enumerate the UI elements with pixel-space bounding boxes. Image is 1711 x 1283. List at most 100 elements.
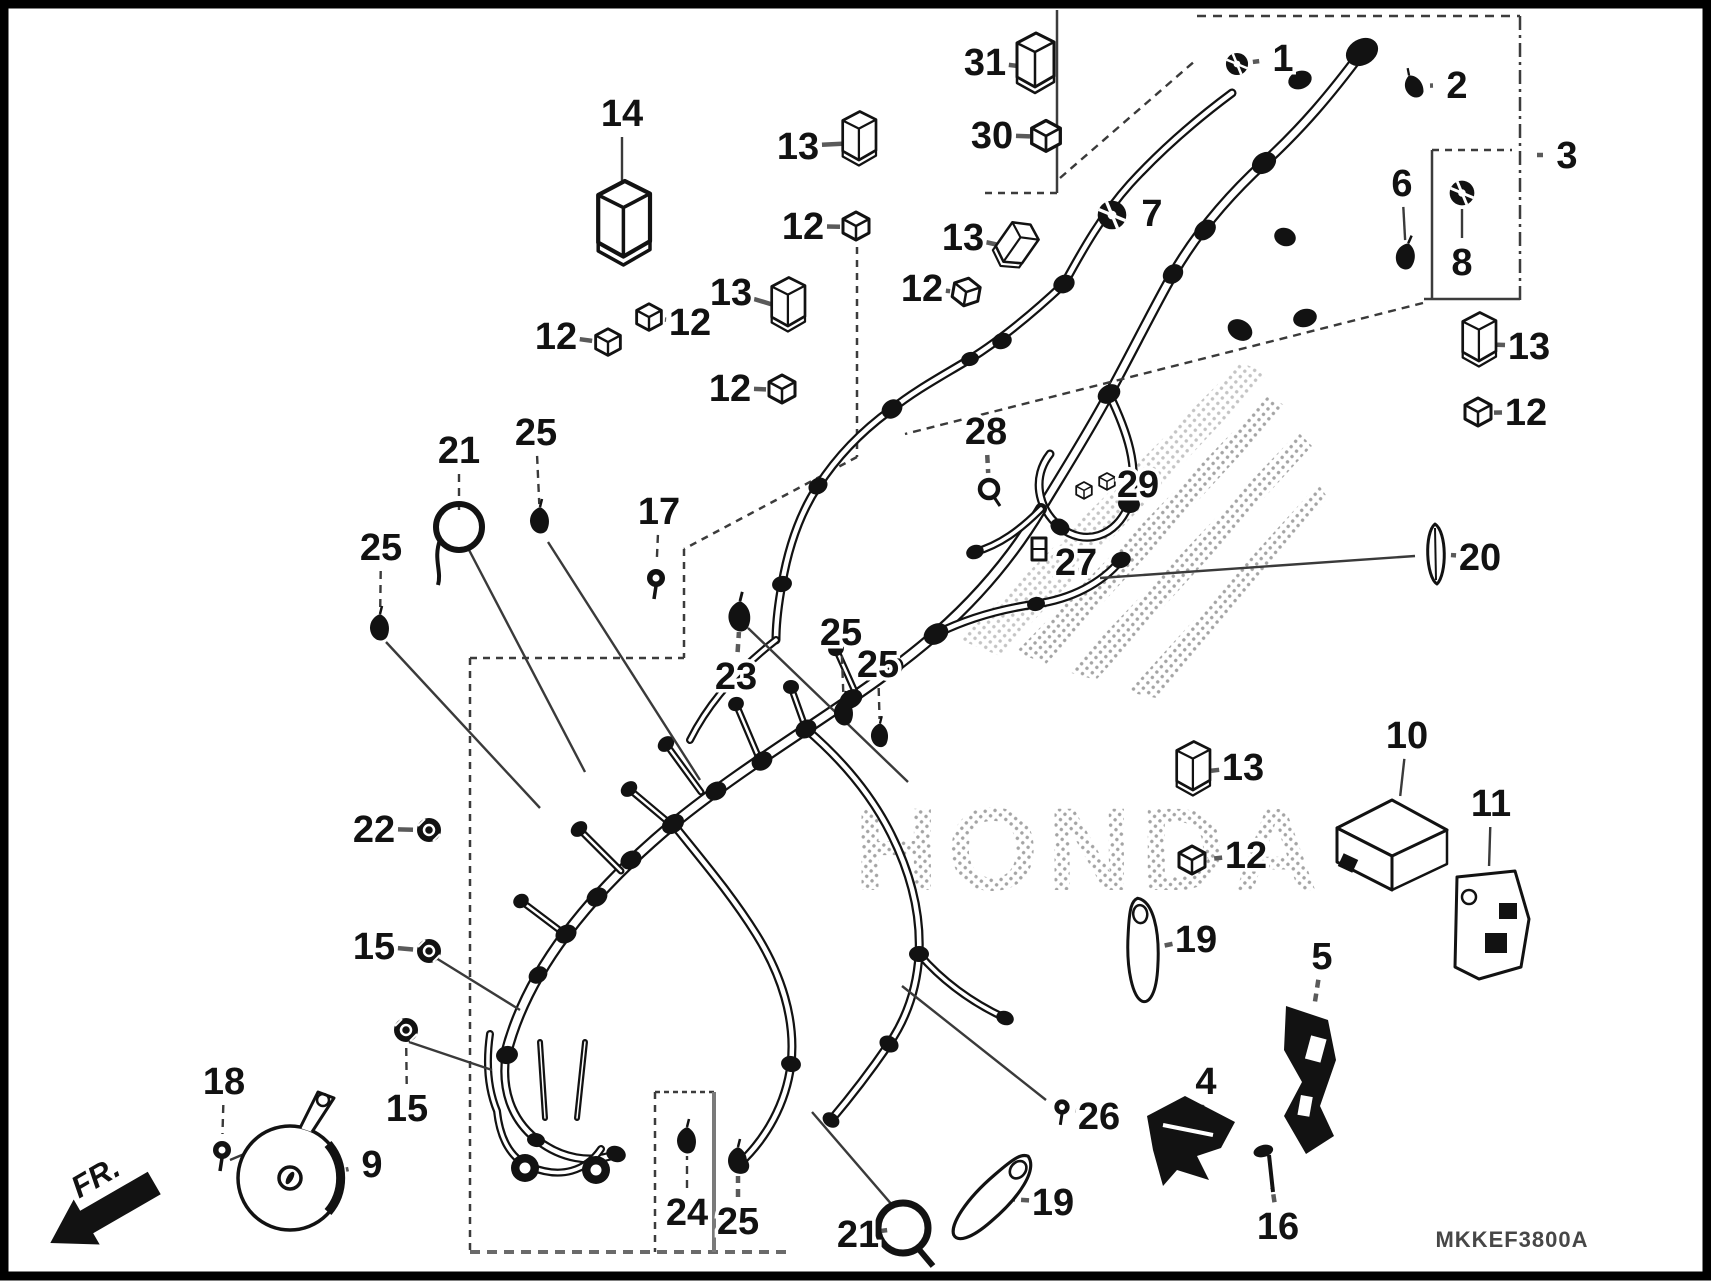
- diagram-code: MKKEF3800A: [1435, 1227, 1588, 1252]
- harness-connector: [772, 575, 792, 593]
- part-number: 11: [1471, 783, 1511, 825]
- part-number: 25: [360, 527, 402, 569]
- callout-leader: [1207, 855, 1223, 862]
- part-number: 13: [777, 126, 819, 168]
- part-number: 31: [964, 42, 1006, 84]
- harness-connector: [783, 680, 799, 694]
- leader-line: [1059, 59, 1197, 179]
- part-glyph-blob: [834, 690, 853, 726]
- part-glyph-nut: [417, 939, 441, 963]
- harness-connector: [705, 781, 727, 801]
- part-glyph-relay: [596, 178, 653, 267]
- extra-leader-lines: [229, 59, 1424, 1207]
- leader-line: [811, 1111, 894, 1207]
- part-number: 25: [820, 612, 862, 654]
- callout-leader: [1015, 133, 1031, 139]
- harness-connector: [1053, 274, 1075, 294]
- leader-line: [546, 541, 702, 781]
- callout-leader: [1402, 206, 1407, 241]
- callout-leader: [753, 296, 773, 307]
- callout-21: 21: [833, 1199, 936, 1268]
- part-number: 15: [353, 926, 395, 968]
- callout-21: 21: [433, 427, 485, 586]
- harness-connector: [620, 781, 638, 797]
- part-number: 23: [715, 656, 757, 698]
- harness-connector: [795, 719, 817, 739]
- part-glyph-cube: [635, 302, 663, 332]
- part-glyph-cube: [594, 327, 622, 357]
- harness-connector: [606, 1145, 626, 1163]
- part-number: 12: [782, 206, 824, 248]
- wire-harness-art: [484, 37, 1379, 1184]
- part-number: 6: [1391, 163, 1412, 205]
- callout-23: 23: [711, 591, 761, 702]
- part-number: 4: [1195, 1061, 1216, 1103]
- harness-connector: [1293, 308, 1317, 328]
- part-glyph-relay: [991, 221, 1040, 269]
- callout-10: 10: [1335, 712, 1449, 892]
- part-glyph-relay: [1175, 740, 1212, 797]
- part-glyph-bracket4: [1147, 1096, 1235, 1186]
- harness-connector: [1162, 264, 1184, 284]
- part-number: 9: [361, 1144, 382, 1186]
- part-glyph-blob: [370, 605, 389, 641]
- part-number: 21: [837, 1214, 879, 1256]
- callout-15: 15: [382, 1018, 432, 1134]
- part-glyph-grommet: [1097, 200, 1127, 230]
- part-number: 21: [438, 430, 480, 472]
- harness-connector: [1111, 551, 1131, 569]
- part-glyph-cube: [841, 210, 871, 242]
- part-number: 25: [515, 412, 557, 454]
- part-number: 25: [717, 1201, 759, 1243]
- part-glyph-cube: [1030, 118, 1062, 153]
- part-number: 28: [965, 411, 1007, 453]
- part-glyph-screw: [1253, 1144, 1275, 1193]
- callout-26: 26: [1054, 1093, 1124, 1142]
- part-glyph-smallring: [977, 477, 1002, 507]
- harness-connector: [996, 1010, 1014, 1026]
- callout-7: 7: [1097, 190, 1166, 239]
- part-glyph-blob: [1395, 235, 1415, 270]
- part-number: 12: [1505, 392, 1547, 434]
- part-glyph-nut: [417, 818, 441, 842]
- harness-connector: [1227, 319, 1253, 341]
- part-glyph-relay: [1461, 311, 1498, 368]
- part-number: 20: [1459, 537, 1501, 579]
- part-glyph-cube: [767, 373, 797, 405]
- callout-17: 17: [634, 488, 684, 600]
- part-glyph-tinyclip: [1030, 536, 1048, 562]
- part-glyph-relay: [1015, 31, 1056, 95]
- harness-connector: [966, 544, 984, 560]
- part-number: 5: [1311, 936, 1332, 978]
- part-glyph-blob: [728, 591, 751, 632]
- leader-line: [901, 985, 1047, 1101]
- part-number: 30: [971, 115, 1013, 157]
- part-glyph-relay: [841, 110, 878, 167]
- part-number: 25: [857, 644, 899, 686]
- part-glyph-ring: [433, 501, 485, 586]
- part-glyph-blob: [677, 1118, 696, 1154]
- callout-12: 12: [705, 365, 797, 414]
- part-number: 12: [901, 268, 943, 310]
- part-number: 12: [1225, 835, 1267, 877]
- harness-connector: [828, 641, 844, 657]
- part-glyph-tinycubes: [1075, 472, 1116, 500]
- leader-line: [904, 301, 1424, 436]
- callout-leader: [877, 687, 881, 720]
- part-number: 13: [942, 217, 984, 259]
- callout-13: 13: [1175, 740, 1268, 797]
- callout-25: 25: [511, 409, 561, 534]
- callout-27: 27: [1030, 536, 1101, 588]
- part-number: 13: [1222, 747, 1264, 789]
- part-glyph-grommet: [1449, 180, 1475, 206]
- callout-12: 12: [635, 299, 715, 348]
- part-number: 17: [638, 491, 680, 533]
- leader-line: [408, 1040, 493, 1072]
- part-number: 12: [669, 302, 711, 344]
- callout-22: 22: [349, 806, 441, 855]
- part-number: 3: [1556, 135, 1577, 177]
- part-number: 12: [535, 316, 577, 358]
- callout-3: 3: [1537, 132, 1581, 181]
- part-number: 1: [1272, 38, 1293, 80]
- part-glyph-cube: [1463, 396, 1493, 428]
